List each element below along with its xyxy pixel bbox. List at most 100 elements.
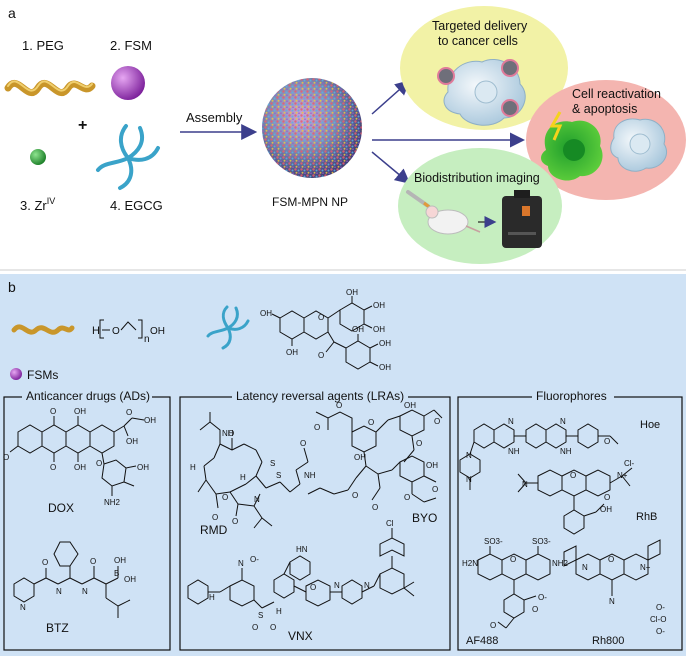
svg-text:OH: OH <box>126 437 138 446</box>
lightning-icon <box>549 111 563 141</box>
svg-text:OH: OH <box>373 325 385 334</box>
svg-text:O: O <box>228 429 234 438</box>
svg-text:N: N <box>508 417 514 426</box>
af488-label: AF488 <box>466 635 498 647</box>
svg-text:OH: OH <box>379 363 391 372</box>
egcg-labels: OH OH OH OH OH O OH OH OH O <box>260 288 391 372</box>
svg-text:O: O <box>532 605 538 614</box>
svg-text:O-: O- <box>538 593 547 602</box>
reactivated-cell-icon <box>541 111 603 181</box>
nanoparticle-label: FSM-MPN NP <box>272 195 348 209</box>
svg-text:O: O <box>352 491 358 500</box>
svg-text:OH: OH <box>74 407 86 416</box>
dox-label: DOX <box>48 501 74 515</box>
svg-text:OH: OH <box>150 326 165 337</box>
rh800-label: Rh800 <box>592 635 624 647</box>
hoe-label: Hoe <box>640 419 660 431</box>
fluorophores-title-bg <box>532 389 614 403</box>
svg-text:O: O <box>310 583 316 592</box>
svg-text:O: O <box>50 463 56 472</box>
plus-sign: + <box>78 117 87 134</box>
svg-text:NH2: NH2 <box>552 559 569 568</box>
svg-text:O: O <box>336 401 342 410</box>
peg-chain-small-icon <box>11 324 75 335</box>
svg-text:N: N <box>364 581 370 590</box>
svg-text:OH: OH <box>373 301 385 310</box>
peg-formula: H O n OH <box>92 319 165 345</box>
svg-text:N: N <box>254 495 260 504</box>
svg-text:N: N <box>334 581 340 590</box>
svg-text:S: S <box>276 471 281 480</box>
svg-text:NH: NH <box>222 429 234 438</box>
svg-text:O: O <box>318 351 324 360</box>
svg-text:O: O <box>490 621 496 630</box>
svg-text:OH: OH <box>352 325 364 334</box>
svg-text:OH: OH <box>260 309 272 318</box>
reactivation-label-line1: Cell reactivation <box>572 87 661 101</box>
svg-text:O: O <box>232 517 238 526</box>
svg-text:N: N <box>582 563 588 572</box>
svg-text:O-: O- <box>656 627 665 636</box>
rh800-atoms: N O N+ N O- Cl-O O- <box>582 555 666 636</box>
rhb-atoms: N O N+ Cl- OH O <box>522 459 635 514</box>
svg-text:N+: N+ <box>617 471 628 480</box>
btz-label: BTZ <box>46 621 69 635</box>
svg-text:O: O <box>372 503 378 512</box>
svg-text:SO3-: SO3- <box>484 537 503 546</box>
hoe-structure <box>459 423 619 490</box>
svg-text:OH: OH <box>286 348 298 357</box>
svg-text:O: O <box>126 408 132 417</box>
arrow-to-delivery <box>371 80 411 115</box>
svg-text:OH: OH <box>124 575 136 584</box>
mouse-icon <box>425 205 481 235</box>
svg-text:N: N <box>20 603 26 612</box>
lras-title-bg <box>232 389 408 403</box>
svg-text:O: O <box>510 555 516 564</box>
apoptotic-cell-icon <box>610 118 668 172</box>
vnx-atoms: H N O- S O O H HN O N N Cl <box>209 519 394 632</box>
vnx-label: VNX <box>288 629 313 643</box>
svg-text:O-: O- <box>250 555 259 564</box>
svg-text:OH: OH <box>404 401 416 410</box>
svg-text:NH: NH <box>508 447 520 456</box>
svg-text:O: O <box>222 493 228 502</box>
peg-chain-icon <box>4 80 96 96</box>
panel-a: a 1. PEG 2. FSM + 3. ZrIV 4. EGCG Assemb… <box>4 5 686 264</box>
bound-nanoparticles <box>437 59 519 117</box>
arrow-to-imaging <box>371 151 411 184</box>
svg-text:Cl-: Cl- <box>624 459 635 468</box>
svg-text:N: N <box>522 480 528 489</box>
panel-a-letter: a <box>8 5 16 21</box>
byo-label: BYO <box>412 511 437 525</box>
delivery-label-line1: Targeted delivery <box>432 19 528 33</box>
egcg-star-icon <box>96 124 160 190</box>
dox-structure <box>9 416 145 496</box>
lras-title: Latency reversal agents (LRAs) <box>236 389 404 403</box>
ads-title-bg <box>22 389 152 403</box>
svg-text:OH: OH <box>354 453 366 462</box>
dox-atoms: O OH O OH OH O OH O O OH NH2 <box>3 407 156 507</box>
svg-text:N: N <box>238 559 244 568</box>
svg-text:O: O <box>300 439 306 448</box>
rhb-label: RhB <box>636 511 657 523</box>
svg-text:O: O <box>604 437 610 446</box>
byo-atoms: O O O OH O O OH O O OH O O <box>314 401 440 512</box>
svg-text:NH2: NH2 <box>104 498 121 507</box>
svg-text:N: N <box>560 417 566 426</box>
svg-text:H: H <box>209 593 215 602</box>
nanoparticle-texture <box>262 78 362 178</box>
ads-title: Anticancer drugs (ADs) <box>26 389 150 403</box>
svg-text:OH: OH <box>346 288 358 297</box>
svg-text:O: O <box>604 493 610 502</box>
svg-text:S: S <box>258 611 263 620</box>
reactivation-label-line2: & apoptosis <box>572 102 637 116</box>
hoe-atoms: N NH N NH O N N <box>466 417 610 484</box>
svg-text:O: O <box>318 313 324 322</box>
svg-text:O: O <box>608 555 614 564</box>
svg-text:OH: OH <box>137 463 149 472</box>
svg-text:HN: HN <box>296 545 308 554</box>
svg-text:H: H <box>92 325 100 337</box>
svg-text:SO3-: SO3- <box>532 537 551 546</box>
